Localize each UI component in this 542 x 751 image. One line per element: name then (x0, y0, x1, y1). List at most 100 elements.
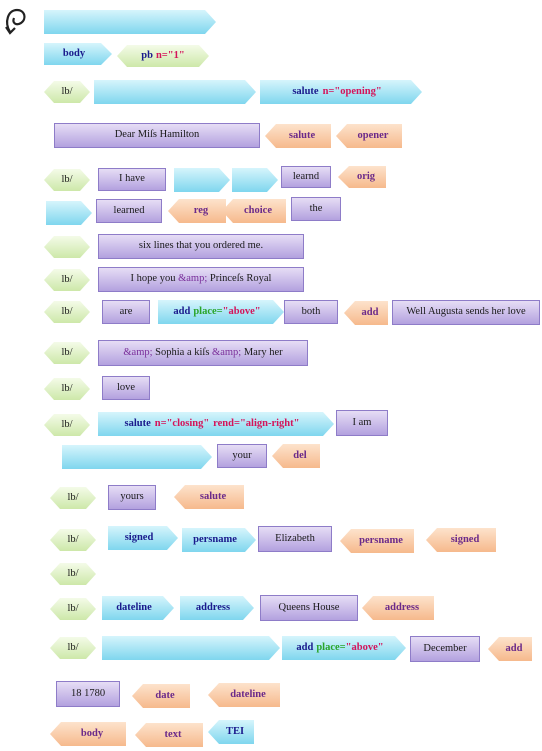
text-node[interactable]: your (217, 444, 267, 468)
text-node[interactable]: &amp; Sophia a kiſs &amp; Mary her (98, 340, 308, 366)
tag-name: persname (193, 533, 237, 545)
lb-block[interactable]: lb/ (50, 563, 96, 585)
text-content: Queens House (278, 601, 340, 613)
text-node[interactable]: both (284, 300, 338, 324)
lb-block[interactable]: lb/ (44, 414, 90, 436)
text-node[interactable]: Well Augusta sends her love (392, 300, 540, 325)
text-close-block[interactable]: text (135, 723, 203, 747)
attribute-place: place="above" (316, 643, 383, 654)
address-close-block[interactable]: address (362, 596, 434, 620)
salute-close-block[interactable]: salute (174, 485, 244, 509)
lb-block[interactable]: lb/ (44, 169, 90, 191)
text-content: the (309, 202, 323, 214)
text-content: learned (113, 204, 145, 216)
tag-name: pb (141, 49, 153, 61)
attribute-n: n="opening" (322, 85, 382, 97)
text-content: Sophia a kiſs (152, 346, 213, 358)
lb-block[interactable]: lb/ (44, 342, 90, 364)
text-node[interactable]: Elizabeth (258, 526, 332, 552)
tei-open-block[interactable] (44, 10, 216, 34)
text-node[interactable]: love (102, 376, 150, 400)
text-node[interactable]: I hope you &amp; Princeſs Royal (98, 267, 304, 292)
text-node[interactable]: December (410, 636, 480, 662)
text-node[interactable]: six lines that you ordered me. (98, 234, 304, 259)
text-node[interactable]: the (291, 197, 341, 221)
attribute-value: "above" (222, 305, 261, 317)
lb-block[interactable]: lb/ (50, 529, 96, 551)
address-open-block[interactable]: address (180, 596, 254, 620)
persname-open-block[interactable]: persname (182, 528, 256, 552)
text-node[interactable]: Dear Miſs Hamilton (54, 123, 260, 148)
dateline-close-block[interactable]: dateline (208, 683, 280, 707)
text-content: I have (119, 173, 145, 185)
lb-block[interactable]: lb/ (44, 301, 90, 323)
signed-open-block[interactable]: signed (108, 526, 178, 550)
reg-close-block[interactable]: reg (168, 199, 226, 223)
tag-name: lb/ (61, 273, 73, 285)
del-close-block[interactable]: del (272, 444, 320, 468)
add-close-block[interactable]: add (488, 637, 532, 661)
choice-close-block[interactable]: choice (222, 199, 286, 223)
choice-open-block[interactable] (174, 168, 230, 192)
opener-close-block[interactable]: opener (336, 124, 402, 148)
text-content: both (301, 305, 321, 317)
tag-name: date (155, 689, 175, 701)
text-node[interactable]: I am (336, 410, 388, 436)
lb-block[interactable]: lb/ (44, 81, 90, 103)
tag-name: add (361, 306, 379, 318)
tag-name: lb/ (67, 533, 79, 545)
add-close-block[interactable]: add (344, 301, 388, 325)
text-node[interactable]: yours (108, 485, 156, 510)
tag-name: add (173, 305, 191, 317)
body-close-block[interactable]: body (50, 722, 126, 746)
tag-name: lb/ (61, 305, 73, 317)
dateline-open-block[interactable]: dateline (102, 596, 174, 620)
date-close-block[interactable]: date (132, 684, 190, 708)
attribute-place: place="above" (193, 307, 260, 318)
tag-name: lb/ (61, 382, 73, 394)
text-node[interactable]: I have (98, 168, 166, 191)
body-open-block[interactable]: body (44, 43, 112, 65)
lb-block[interactable]: lb/ (50, 598, 96, 620)
tag-name: address (195, 601, 231, 613)
attribute-rend: rend="align-right" (213, 417, 300, 429)
entity-amp: &amp; (123, 346, 153, 358)
lb-block[interactable]: lb/ (50, 637, 96, 659)
text-content: Mary her (241, 346, 283, 358)
salute-close-block[interactable]: salute (265, 124, 331, 148)
signed-close-block[interactable]: signed (426, 528, 496, 552)
del-open-block[interactable] (62, 445, 212, 469)
persname-close-block[interactable]: persname (340, 529, 414, 553)
lb-block[interactable] (44, 236, 90, 258)
lb-block[interactable]: lb/ (44, 269, 90, 291)
orig-open-block[interactable] (232, 168, 278, 192)
tag-name: lb/ (61, 173, 73, 185)
tei-close-block[interactable]: TEI (208, 720, 254, 744)
text-node[interactable]: 18 1780 (56, 681, 120, 707)
lb-block[interactable]: lb/ (50, 487, 96, 509)
text-node[interactable]: learned (96, 199, 162, 223)
tag-name: signed (450, 533, 480, 545)
text-node[interactable]: learnd (281, 166, 331, 188)
add-container-block[interactable] (102, 636, 280, 660)
reg-open-block[interactable] (46, 201, 92, 225)
lb-block[interactable]: lb/ (44, 378, 90, 400)
tag-name: lb/ (61, 346, 73, 358)
text-node[interactable]: are (102, 300, 150, 324)
tag-name: reg (193, 204, 209, 216)
text-node[interactable]: Queens House (260, 595, 358, 621)
tag-name: salute (199, 490, 227, 502)
tag-name: body (62, 47, 86, 59)
tag-name: orig (356, 170, 376, 182)
tag-name: salute (124, 417, 151, 429)
choice-open-block[interactable] (94, 80, 256, 104)
tag-name: lb/ (67, 602, 79, 614)
tag-name: lb/ (61, 85, 73, 97)
orig-close-block[interactable]: orig (338, 166, 386, 188)
text-content: are (119, 305, 133, 317)
